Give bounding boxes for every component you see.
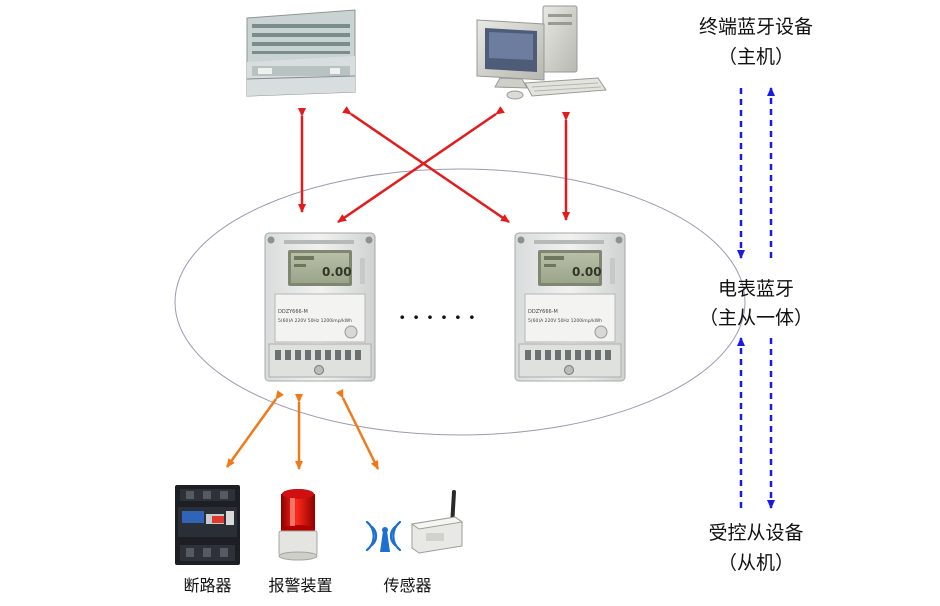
meter-left-screen-value: 0.00 [322,265,352,279]
arrow-meter-breaker [225,390,284,468]
meter-left-brand: DDZY666-M [278,309,308,315]
breaker-label: 断路器 [183,576,232,595]
arrow-bench-meter-right [342,106,510,224]
terminal-host-label: （主机） [717,46,794,68]
arrow-meter-sensor [335,389,380,470]
meter-right-screen-value: 0.00 [572,265,602,279]
controlled-device-label: 受控从设备 [708,522,804,544]
meter-left-spec: 5(60)A 220V 50Hz 1200imp/kWh [278,318,352,324]
wireless-sensor-icon [365,490,464,554]
meter-right-spec: 5(60)A 220V 50Hz 1200imp/kWh [528,318,602,324]
arrow-computer-meter-left [337,106,505,224]
meter-right-brand: DDZY666-M [528,309,558,315]
meter-mode-label: （主从一体） [698,307,813,329]
controlled-slave-label: （从机） [717,552,794,574]
terminal-bluetooth-label: 终端蓝牙设备 [698,16,813,38]
alarm-beacon-icon [278,489,318,561]
meter-test-bench-icon [246,9,356,97]
bluetooth-network-ellipse [174,168,746,436]
circuit-breaker-icon [175,485,240,565]
meter-ellipsis: · · · · · · [398,305,476,329]
alarm-label: 报警装置 [268,576,333,595]
sensor-label: 传感器 [383,576,432,595]
electricity-meter-right: 0.00 DDZY666-M 5(60)A 220V 50Hz 1200imp/… [514,232,626,382]
desktop-computer-icon [476,5,607,100]
meter-bluetooth-label: 电表蓝牙 [717,278,794,300]
electricity-meter-left: 0.00 DDZY666-M 5(60)A 220V 50Hz 1200imp/… [264,232,376,382]
